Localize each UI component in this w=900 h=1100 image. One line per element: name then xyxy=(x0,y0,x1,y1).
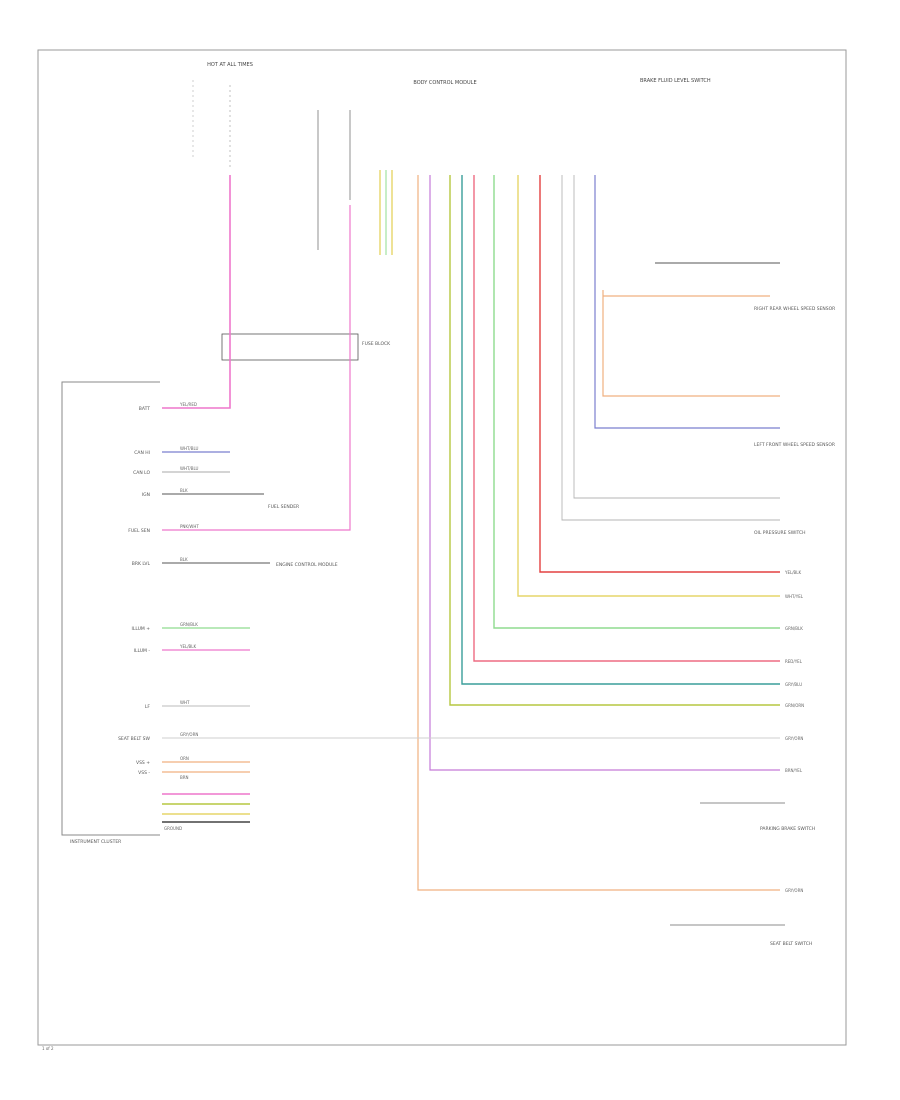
pin-label-seat-belt: SEAT BELT SW xyxy=(118,736,150,742)
pin-label-illum-plus: ILLUM + xyxy=(132,626,151,632)
wire-gray-2 xyxy=(573,175,780,499)
wire-code-ign: BLK xyxy=(180,488,188,493)
wire-code-seat-belt: GRY/ORN xyxy=(180,732,198,737)
pin-label-illum-minus: ILLUM - xyxy=(134,648,151,654)
wire-purple-long xyxy=(429,175,780,771)
pin-label-lf: LF xyxy=(145,704,151,710)
wire-yellow xyxy=(517,175,780,597)
wire-code-lf: WHT xyxy=(180,700,190,705)
right-wire-label-9: GRY/ORN xyxy=(785,888,803,893)
pin-label-can-hi: CAN HI xyxy=(134,450,150,456)
pin-label-can-lo: CAN LO xyxy=(133,470,150,476)
right-wire-label-4: RED/YEL xyxy=(785,659,803,664)
brake-fluid-switch-label: BRAKE FLUID LEVEL SWITCH xyxy=(640,78,711,84)
cluster-pin-labels: BATT CAN HI CAN LO IGN FUEL SEN BRK LVL … xyxy=(118,406,150,776)
wire-code-illum-minus: YEL/BLK xyxy=(179,644,197,649)
lf-sensor-label: LEFT FRONT WHEEL SPEED SENSOR xyxy=(754,442,835,448)
wire-code-vss-minus: BRN xyxy=(180,775,189,780)
wire-code-vss-plus: ORN xyxy=(180,756,189,761)
fuse-block-label: FUSE BLOCK xyxy=(362,341,391,347)
diagram-frame xyxy=(37,49,847,1046)
pin-label-vss-minus: VSS - xyxy=(138,770,150,776)
wire-teal xyxy=(461,175,780,685)
right-wire-label-7: GRY/ORN xyxy=(785,736,803,741)
wire-gray-1 xyxy=(561,175,780,521)
right-wire-label-8: BRN/YEL xyxy=(785,768,803,773)
wire-code-brk-lvl: BLK xyxy=(180,557,188,562)
hot-at-all-times-label: HOT AT ALL TIMES xyxy=(207,62,253,68)
pin-label-vss-plus: VSS + xyxy=(136,760,150,766)
fuel-sender-label: FUEL SENDER xyxy=(268,504,299,510)
instrument-cluster-bracket xyxy=(61,381,160,836)
oil-pressure-label: OIL PRESSURE SWITCH xyxy=(754,530,806,536)
wire-purple-sensor xyxy=(594,175,780,429)
pin-label-fuel-sen: FUEL SEN xyxy=(128,528,150,534)
wire-code-batt: YEL/RED xyxy=(179,402,197,407)
batt-feed-wire xyxy=(162,175,231,409)
wire-olive xyxy=(449,175,780,706)
rr-sensor-label: RIGHT REAR WHEEL SPEED SENSOR xyxy=(754,306,835,312)
parking-brake-label: PARKING BRAKE SWITCH xyxy=(760,826,815,832)
wire-code-illum-plus: GRN/BLK xyxy=(180,622,198,627)
seat-belt-switch-label: SEAT BELT SWITCH xyxy=(770,941,812,947)
wire-orange-sensor xyxy=(602,290,780,397)
pin-label-brk-lvl: BRK LVL xyxy=(132,561,151,567)
body-control-module-label: BODY CONTROL MODULE xyxy=(413,80,476,86)
pin-label-batt: BATT xyxy=(139,406,150,412)
wire-orange-long xyxy=(417,175,780,891)
ground-code: GROUND xyxy=(164,826,182,831)
right-wire-label-6: GRN/ORN xyxy=(785,703,804,708)
ecm-label: ENGINE CONTROL MODULE xyxy=(276,562,338,568)
right-wire-label-5: GRY/BLU xyxy=(785,682,802,687)
wire-red xyxy=(539,175,780,573)
right-wire-label-1: YEL/BLK xyxy=(784,570,802,575)
right-wire-label-3: GRN/BLK xyxy=(785,626,803,631)
wire-code-can-hi: WHT/BLU xyxy=(180,446,199,451)
wire-red-yellow xyxy=(473,175,780,662)
fuel-sender-wire xyxy=(162,205,351,531)
page-code: 1 of 2 xyxy=(42,1046,54,1051)
wire-code-fuel-sen: PNK/WHT xyxy=(180,524,199,529)
instrument-cluster-label: INSTRUMENT CLUSTER xyxy=(70,839,121,845)
wire-code-can-lo: WHT/BLU xyxy=(180,466,199,471)
right-wire-label-2: WHT/YEL xyxy=(785,594,804,599)
pin-label-ign: IGN xyxy=(142,492,150,498)
wire-green xyxy=(493,175,780,629)
fuse-block-box xyxy=(221,333,359,361)
cluster-wire-codes: YEL/RED WHT/BLU WHT/BLU BLK PNK/WHT BLK … xyxy=(164,402,199,831)
right-wire-labels: YEL/BLK WHT/YEL GRN/BLK RED/YEL GRY/BLU … xyxy=(784,570,804,893)
